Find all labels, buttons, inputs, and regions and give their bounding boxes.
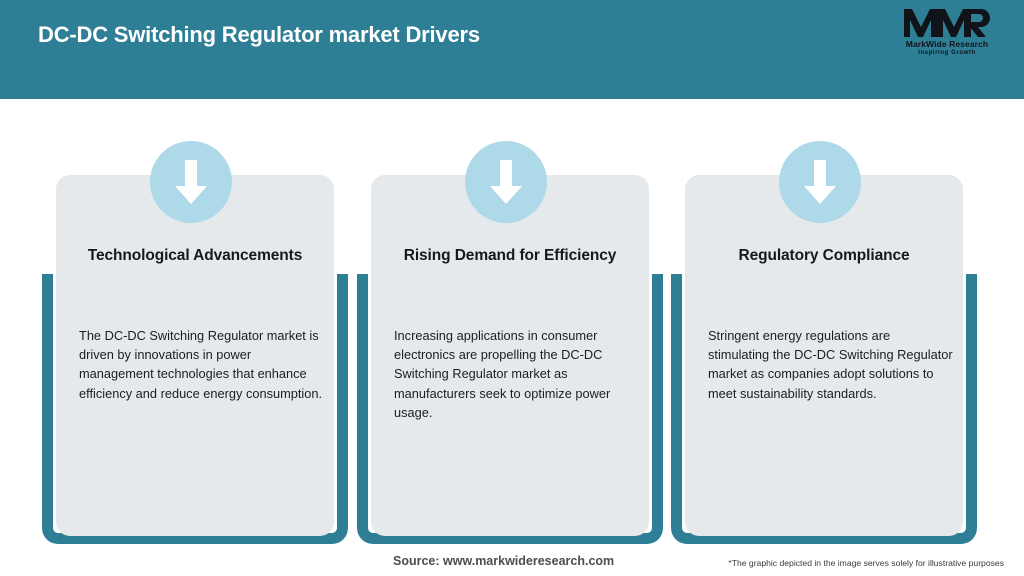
- card-icon-circle: [150, 141, 232, 223]
- page-title: DC-DC Switching Regulator market Drivers: [38, 22, 480, 47]
- footer-source-text: Source: www.markwideresearch.com: [393, 554, 615, 568]
- card-bracket-decoration: [671, 274, 977, 544]
- card-icon-circle: [779, 141, 861, 223]
- footer-disclaimer-text: *The graphic depicted in the image serve…: [728, 558, 1004, 568]
- card-body-text: The DC-DC Switching Regulator market is …: [79, 328, 323, 401]
- card-bracket-decoration: [357, 274, 663, 544]
- driver-card[interactable]: Technological Advancements The DC-DC Swi…: [42, 99, 348, 545]
- mwr-logo-icon: [904, 9, 990, 37]
- header-bar: [0, 0, 1024, 99]
- brand-logo: MarkWide Research Inspiring Growth: [892, 8, 1002, 64]
- arrow-down-icon: [804, 160, 836, 204]
- card-body-text: Increasing applications in consumer elec…: [394, 328, 611, 420]
- logo-tagline: Inspiring Growth: [918, 50, 976, 56]
- arrow-down-icon: [175, 160, 207, 204]
- card-panel: [56, 175, 334, 536]
- card-body-text: Stringent energy regulations are stimula…: [708, 328, 953, 401]
- card-heading: Technological Advancements: [87, 247, 303, 264]
- logo-company-name: MarkWide Research: [905, 39, 989, 49]
- driver-card[interactable]: Regulatory Compliance Stringent energy r…: [671, 99, 977, 545]
- driver-card[interactable]: Rising Demand for Efficiency Increasing …: [357, 99, 663, 545]
- card-bracket-decoration: [42, 274, 348, 544]
- card-heading: Rising Demand for Efficiency: [403, 247, 617, 264]
- card-icon-circle: [465, 141, 547, 223]
- arrow-down-icon: [490, 160, 522, 204]
- card-panel: [685, 175, 963, 536]
- card-heading: Regulatory Compliance: [738, 247, 910, 264]
- card-panel: [371, 175, 649, 536]
- drivers-card-row: Technological Advancements The DC-DC Swi…: [0, 99, 1024, 545]
